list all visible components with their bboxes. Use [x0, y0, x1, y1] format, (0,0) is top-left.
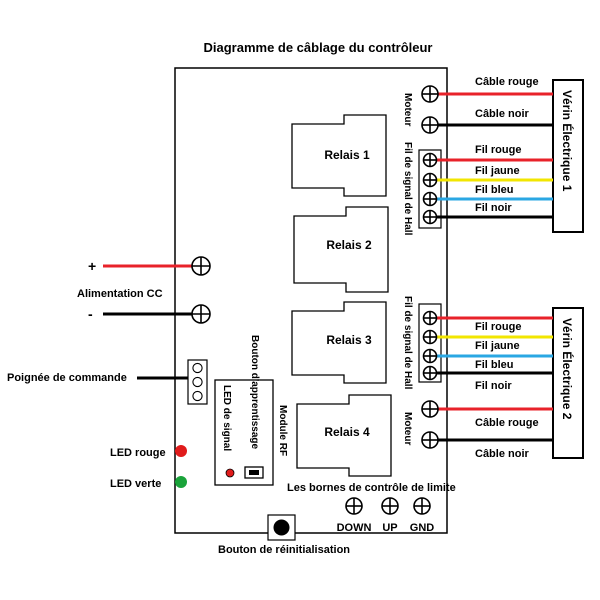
limit-terminal-up: [381, 497, 399, 515]
actuator2-box: [552, 307, 584, 459]
actuator2-motor-cable-red-label: Câble rouge: [475, 417, 539, 429]
actuator2-hall-wire-red-label: Fil rouge: [475, 321, 521, 333]
actuator2-hall-terminal-3: [422, 348, 438, 364]
actuator2-hall-terminal-4: [422, 365, 438, 381]
relay-2-label: Relais 2: [326, 238, 372, 252]
relay-3: [291, 301, 387, 384]
handle-pin-3: [192, 390, 203, 402]
handle-connector: [187, 359, 208, 405]
learn-button-cap: [249, 470, 259, 475]
actuator2-hall-wire-yellow-label: Fil jaune: [475, 340, 520, 352]
reset-button[interactable]: [273, 519, 290, 536]
limit-terminal-down: [345, 497, 363, 515]
reset-button-label: Bouton de réinitialisation: [218, 544, 350, 556]
red-led-label: LED rouge: [110, 447, 166, 459]
actuator2-motor-terminal-1: [421, 400, 439, 418]
learn-button-label: Bouton d'apprentissage: [249, 335, 260, 449]
actuator1-hall-label: Fil de signal de Hall: [402, 142, 413, 236]
screw-terminals: [191, 85, 439, 515]
relay-4: [296, 394, 392, 477]
actuator2-motor-terminal-2: [421, 431, 439, 449]
actuator1-motor-terminal-2: [421, 116, 439, 134]
actuator1-hall-terminal-2: [422, 172, 438, 188]
rf-module-label: Module RF: [277, 405, 288, 456]
actuator1-motor-cable-red-label: Câble rouge: [475, 76, 539, 88]
limit-terminal-down-label: DOWN: [337, 522, 372, 534]
actuator2-motor-cable-black-label: Câble noir: [475, 448, 530, 460]
power-label: Alimentation CC: [77, 288, 163, 300]
relay-3-label: Relais 3: [326, 333, 372, 347]
handle-pin-1: [192, 362, 203, 374]
limit-terminal-up-label: UP: [382, 522, 397, 534]
actuator1-motor-terminal-1: [421, 85, 439, 103]
actuator2-hall-terminal-1: [422, 310, 438, 326]
actuator1-hall-wire-yellow-label: Fil jaune: [475, 165, 520, 177]
actuator1-hall-terminal-1: [422, 152, 438, 168]
diagram-title: Diagramme de câblage du contrôleur: [203, 40, 432, 55]
signal-led-label: LED de signal: [221, 385, 232, 451]
actuator1-hall-terminal-3: [422, 191, 438, 207]
power-plus-sign: +: [88, 258, 96, 274]
handle-label: Poignée de commande: [7, 372, 127, 384]
actuator1-box: [552, 79, 584, 233]
actuator1-title: Vérin Électrique 1: [560, 90, 575, 192]
relay-2: [293, 206, 389, 293]
power-minus-sign: -: [88, 306, 93, 322]
limit-terminals-label: Les bornes de contrôle de limite: [287, 482, 456, 494]
actuator1-hall-wire-blue-label: Fil bleu: [475, 184, 514, 196]
actuator2-hall-wire-blue-label: Fil bleu: [475, 359, 514, 371]
power-minus-terminal: [191, 304, 211, 324]
actuator1-motor-label: Moteur: [402, 93, 413, 126]
signal-led: [225, 468, 235, 478]
actuator2-hall-terminal-2: [422, 329, 438, 345]
actuator1-hall-wire-black-label: Fil noir: [475, 202, 512, 214]
red-led: [175, 445, 187, 457]
actuator1-motor-cable-black-label: Câble noir: [475, 108, 530, 120]
handle-pin-2: [192, 376, 203, 388]
actuator2-hall-wire-black-label: Fil noir: [475, 380, 512, 392]
green-led-label: LED verte: [110, 478, 161, 490]
actuator2-title: Vérin Électrique 2: [560, 318, 575, 420]
limit-terminal-gnd: [413, 497, 431, 515]
relay-1-label: Relais 1: [324, 148, 370, 162]
actuator1-hall-connector: [418, 149, 442, 229]
relay-1: [291, 114, 387, 197]
actuator1-hall-terminal-4: [422, 209, 438, 225]
actuator2-motor-label: Moteur: [402, 412, 413, 445]
power-plus-terminal: [191, 256, 211, 276]
actuator2-hall-label: Fil de signal de Hall: [402, 296, 413, 390]
limit-terminal-gnd-label: GND: [410, 522, 435, 534]
actuator1-hall-wire-red-label: Fil rouge: [475, 144, 521, 156]
relay-4-label: Relais 4: [324, 425, 370, 439]
green-led: [175, 476, 187, 488]
